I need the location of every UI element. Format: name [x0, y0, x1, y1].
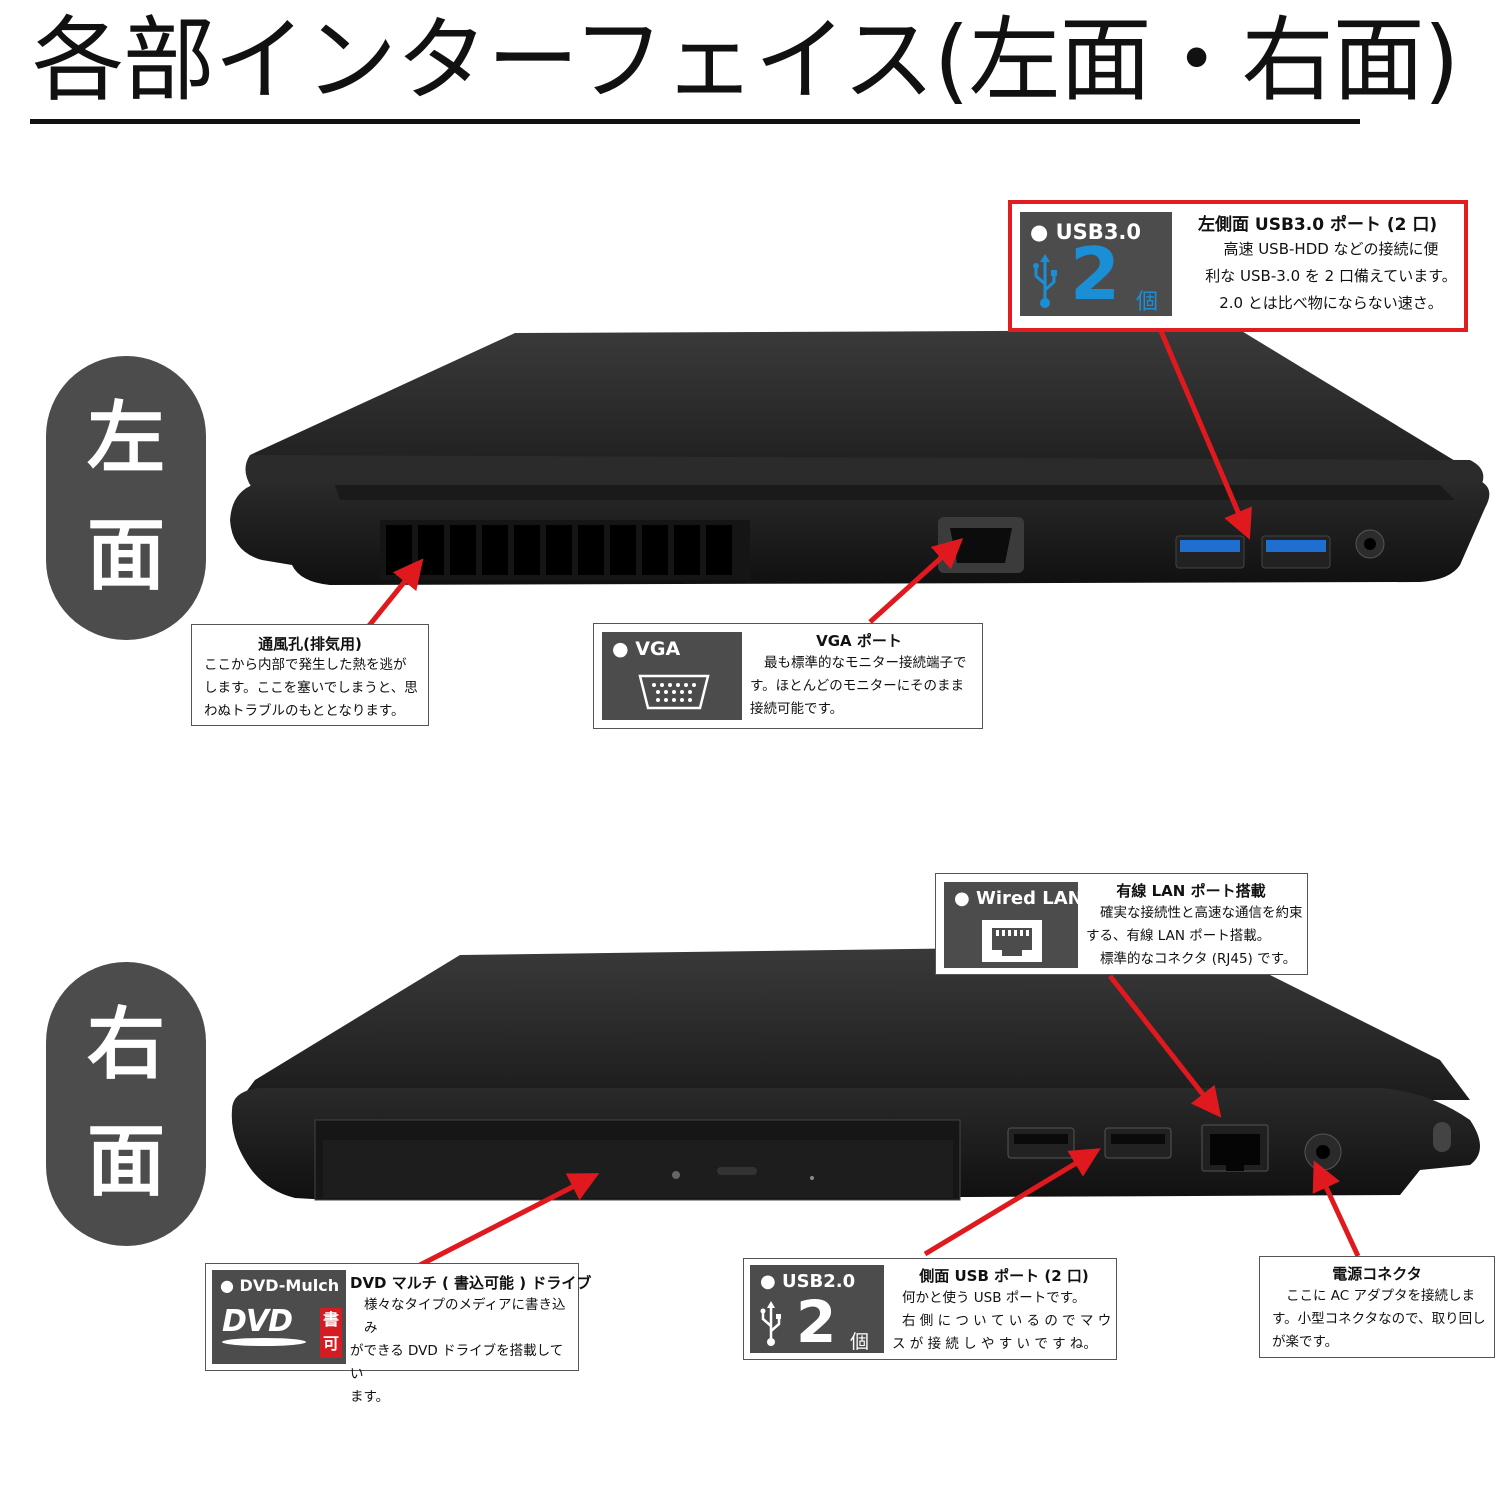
vent-description: ここから内部で発生した熱を逃が します。ここを塞いでしまうと、思 わぬトラブルの…	[204, 654, 428, 723]
arrow-usb2	[923, 1148, 1101, 1257]
usb2-title: 側面 USB ポート (2 口)	[919, 1267, 1089, 1285]
vga-callout: ● VGA VGA ポート 最も標準的なモニター接続端子で す。ほとんどのモニタ…	[593, 623, 983, 729]
power-desc-line: ここに AC アダプタを接続しま	[1286, 1288, 1476, 1304]
dvd-logo: DVD	[222, 1304, 314, 1352]
dvd-logo-disc	[222, 1338, 306, 1346]
usb2-ports	[1007, 1127, 1172, 1159]
usb3-ports	[1175, 535, 1331, 569]
lan-badge: ● Wired LAN	[944, 882, 1083, 968]
lan-description: 確実な接続性と高速な通信を約束 する、有線 LAN ポート搭載。 標準的なコネク…	[1086, 902, 1304, 971]
usb2-count-unit: 個	[850, 1331, 870, 1353]
lock-slot	[1433, 1122, 1451, 1152]
page-title: 各部インターフェイス(左面・右面)	[32, 7, 1460, 114]
usb3-title: 左側面 USB3.0 ポート (2 口)	[1198, 215, 1438, 235]
lan-port-icon	[982, 920, 1042, 962]
dvd-description: 様々なタイプのメディアに書き込み ができる DVD ドライブを搭載してい ます。	[350, 1294, 576, 1409]
power-desc-line: す。小型コネクタなので、取り回し	[1272, 1311, 1486, 1327]
arrow-vent	[366, 558, 424, 629]
dvd-badge: ● DVD-Mulch DVD 書 可	[212, 1270, 346, 1364]
left-side-char-1: 左	[86, 394, 165, 484]
dvd-desc-line: ます。	[350, 1389, 390, 1405]
vent-callout: 通風孔(排気用) ここから内部で発生した熱を逃が します。ここを塞いでしまうと、…	[191, 624, 429, 726]
pointer-arrows	[366, 323, 1361, 1269]
vga-badge: ● VGA	[602, 632, 742, 720]
usb3-desc-line: 2.0 とは比べ物にならない速さ。	[1219, 294, 1443, 312]
right-side-char-2: 面	[86, 1117, 165, 1207]
arrow-usb3	[1155, 323, 1252, 540]
vent-desc-line: します。ここを塞いでしまうと、思	[204, 680, 418, 696]
lan-title: 有線 LAN ポート搭載	[1116, 882, 1266, 900]
usb2-desc-line: ス が 接 続 し や す い で す ね。	[892, 1336, 1097, 1352]
vga-port-icon	[638, 674, 710, 710]
arrow-vga	[868, 537, 964, 624]
lan-desc-line: 確実な接続性と高速な通信を約束	[1100, 905, 1303, 921]
left-side-label: 左 面	[46, 356, 206, 640]
usb3-badge: ● USB3.0 2 個	[1020, 212, 1172, 316]
power-jack	[1304, 1133, 1342, 1171]
dvd-desc-line: ができる DVD ドライブを搭載してい	[350, 1343, 564, 1382]
vga-desc-line: 最も標準的なモニター接続端子で	[764, 655, 967, 671]
usb3-badge-label: ● USB3.0	[1030, 220, 1142, 244]
usb2-desc-line: 右 側 に つ い て い る の で マ ウ	[902, 1313, 1112, 1329]
laptop-left-side	[230, 330, 1490, 585]
vga-desc-line: す。ほとんどのモニターにそのまま	[750, 678, 964, 694]
vga-title: VGA ポート	[816, 632, 902, 650]
usb2-count: 2	[796, 1288, 837, 1356]
usb2-badge-label: ● USB2.0	[760, 1271, 856, 1292]
power-desc-line: が楽です。	[1272, 1334, 1339, 1350]
power-description: ここに AC アダプタを接続しま す。小型コネクタなので、取り回し が楽です。	[1272, 1285, 1492, 1354]
arrow-dvd	[416, 1173, 600, 1269]
dvd-badge-label: ● DVD-Mulch	[220, 1276, 340, 1295]
vent-title: 通風孔(排気用)	[258, 635, 362, 653]
power-callout: 電源コネクタ ここに AC アダプタを接続しま す。小型コネクタなので、取り回し…	[1259, 1256, 1495, 1358]
usb-icon	[760, 1301, 781, 1346]
lan-desc-line: する、有線 LAN ポート搭載。	[1086, 928, 1271, 944]
usb3-count: 2	[1070, 232, 1121, 316]
dvd-desc-line: 様々なタイプのメディアに書き込み	[364, 1297, 566, 1336]
title-underline	[30, 119, 1360, 124]
vent-grille	[380, 520, 750, 580]
usb3-desc-line: 高速 USB-HDD などの接続に便	[1223, 240, 1439, 258]
usb2-description: 何かと使う USB ポートです。 右 側 に つ い て い る の で マ ウ…	[892, 1287, 1114, 1356]
dvd-write-char: 書	[322, 1310, 339, 1329]
vent-desc-line: わぬトラブルのもととなります。	[204, 703, 405, 719]
right-side-char-1: 右	[86, 1000, 165, 1090]
right-side-label: 右 面	[46, 962, 206, 1246]
vga-badge-label: ● VGA	[612, 638, 681, 660]
usb2-callout: ● USB2.0 2 個 側面 USB ポート (2 口) 何かと使う USB …	[743, 1258, 1117, 1360]
usb3-description: 高速 USB-HDD などの接続に便 利な USB-3.0 を 2 口備えていま…	[1198, 236, 1464, 317]
dvd-drive-tray	[314, 1119, 961, 1201]
arrow-lan	[1108, 974, 1222, 1118]
usb3-count-unit: 個	[1136, 290, 1159, 315]
laptop-right-side	[231, 945, 1481, 1201]
lan-desc-line: 標準的なコネクタ (RJ45) です。	[1100, 951, 1297, 967]
vga-port	[938, 517, 1024, 573]
usb3-callout: ● USB3.0 2 個 左側面 USB3.0 ポート (2 口) 高速 USB…	[1008, 200, 1468, 332]
left-side-char-2: 面	[86, 511, 165, 601]
dvd-logo-text: DVD	[222, 1304, 293, 1339]
usb-icon	[1033, 254, 1057, 308]
vent-desc-line: ここから内部で発生した熱を逃が	[204, 657, 407, 673]
usb3-desc-line: 利な USB-3.0 を 2 口備えています。	[1205, 267, 1457, 285]
dvd-write-char: 可	[322, 1334, 339, 1353]
usb2-desc-line: 何かと使う USB ポートです。	[902, 1290, 1086, 1306]
dvd-callout: ● DVD-Mulch DVD 書 可 DVD マルチ ( 書込可能 ) ドライ…	[205, 1263, 591, 1405]
lan-badge-label: ● Wired LAN	[954, 888, 1083, 909]
dvd-write-badge: 書 可	[320, 1308, 342, 1358]
power-title: 電源コネクタ	[1332, 1265, 1422, 1283]
lan-callout: ● Wired LAN 有線 LAN ポート搭載 確実な接続性と高速な通信を約束…	[935, 873, 1308, 975]
dvd-title: DVD マルチ ( 書込可能 ) ドライブ	[350, 1274, 592, 1292]
vga-desc-line: 接続可能です。	[750, 701, 844, 717]
lan-port	[1201, 1124, 1269, 1172]
vga-description: 最も標準的なモニター接続端子で す。ほとんどのモニターにそのまま 接続可能です。	[750, 652, 978, 721]
arrow-power	[1312, 1160, 1361, 1258]
usb2-badge: ● USB2.0 2 個	[750, 1265, 884, 1353]
audio-jack	[1355, 529, 1385, 559]
